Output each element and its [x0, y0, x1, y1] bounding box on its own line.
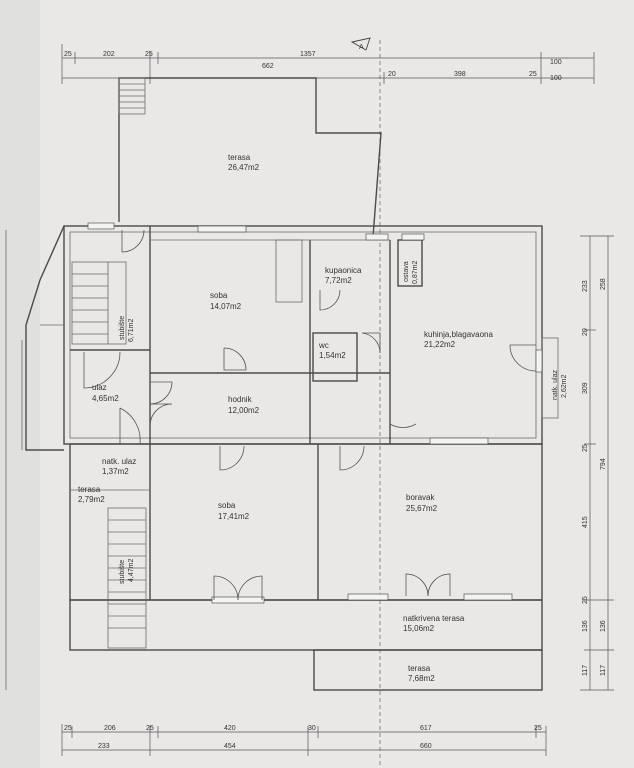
- svg-text:soba: soba: [210, 291, 228, 300]
- svg-text:25: 25: [64, 51, 72, 58]
- svg-text:17,41m2: 17,41m2: [218, 512, 250, 521]
- svg-text:662: 662: [262, 63, 274, 70]
- svg-text:terasa: terasa: [228, 153, 251, 162]
- svg-text:415: 415: [582, 516, 589, 528]
- room-label-ulaz: ulaz 4,65m2: [92, 383, 119, 403]
- svg-text:398: 398: [454, 71, 466, 78]
- svg-text:ostava: ostava: [403, 261, 410, 282]
- svg-text:794: 794: [600, 458, 607, 470]
- room-label-terasa-left: terasa 2,79m2: [78, 485, 105, 504]
- svg-text:309: 309: [582, 382, 589, 394]
- svg-text:454: 454: [224, 743, 236, 750]
- svg-text:258: 258: [600, 278, 607, 290]
- svg-text:ulaz: ulaz: [92, 383, 107, 392]
- room-label-natkrivena-terasa: natkrivena terasa 15,06m2: [403, 614, 465, 633]
- room-label-natk-ulaz-right: natk. ulaz 2,62m2: [552, 370, 568, 400]
- room-label-stubiste-2: stubište 4,47m2: [119, 559, 135, 584]
- svg-text:hodnik: hodnik: [228, 395, 253, 404]
- svg-text:A: A: [359, 44, 364, 51]
- doors: [83, 229, 537, 601]
- svg-text:4,65m2: 4,65m2: [92, 394, 119, 403]
- bottom-dimensions: 25 206 25 420 30 617 25 233 454 660: [61, 724, 547, 756]
- svg-text:12,00m2: 12,00m2: [228, 406, 260, 415]
- svg-text:7,68m2: 7,68m2: [408, 674, 435, 683]
- svg-text:26,47m2: 26,47m2: [228, 163, 260, 172]
- section-mark: A: [350, 37, 371, 51]
- room-label-wc: wc 1,54m2: [318, 341, 346, 360]
- svg-text:stubište: stubište: [119, 316, 126, 340]
- svg-text:14,07m2: 14,07m2: [210, 302, 242, 311]
- svg-text:100: 100: [550, 75, 562, 82]
- svg-text:25: 25: [145, 51, 153, 58]
- svg-text:natkrivena terasa: natkrivena terasa: [403, 614, 465, 623]
- svg-text:6,71m2: 6,71m2: [128, 319, 135, 342]
- svg-text:117: 117: [600, 665, 607, 676]
- svg-text:136: 136: [582, 620, 589, 632]
- svg-text:2,62m2: 2,62m2: [561, 375, 568, 398]
- room-label-kuhinja: kuhinja,blagavaona 21,22m2: [424, 330, 493, 349]
- svg-text:25: 25: [146, 725, 154, 732]
- svg-text:25: 25: [64, 725, 72, 732]
- room-label-natk-ulaz: natk. ulaz 1,37m2: [102, 457, 136, 476]
- svg-text:stubište: stubište: [119, 560, 126, 584]
- svg-text:25: 25: [529, 71, 537, 78]
- svg-text:1,54m2: 1,54m2: [319, 351, 346, 360]
- svg-text:soba: soba: [218, 501, 236, 510]
- svg-text:617: 617: [420, 725, 432, 732]
- svg-text:wc: wc: [318, 341, 329, 350]
- svg-text:2,79m2: 2,79m2: [78, 495, 105, 504]
- svg-text:660: 660: [420, 743, 432, 750]
- room-label-boravak: boravak 25,67m2: [406, 493, 438, 513]
- svg-text:15,06m2: 15,06m2: [403, 624, 435, 633]
- svg-text:0,87m2: 0,87m2: [412, 261, 419, 284]
- room-label-kupaonica: kupaonica 7,72m2: [325, 266, 362, 285]
- room-label-soba-2: soba 17,41m2: [218, 501, 250, 521]
- right-entry-box: [541, 337, 559, 419]
- svg-text:20: 20: [582, 328, 589, 336]
- svg-text:25: 25: [534, 725, 542, 732]
- svg-text:kupaonica: kupaonica: [325, 266, 362, 275]
- right-dimensions: 233 258 20 309 25 794 415 25 136 136 117…: [580, 235, 614, 691]
- svg-text:233: 233: [98, 743, 110, 750]
- svg-text:natk. ulaz: natk. ulaz: [552, 370, 559, 400]
- svg-text:4,47m2: 4,47m2: [128, 559, 135, 582]
- svg-text:420: 420: [224, 725, 236, 732]
- svg-text:terasa: terasa: [78, 485, 101, 494]
- svg-text:136: 136: [600, 620, 607, 632]
- svg-text:boravak: boravak: [406, 493, 435, 502]
- svg-text:202: 202: [103, 51, 115, 58]
- svg-text:117: 117: [582, 665, 589, 676]
- room-label-terasa-top: terasa 26,47m2: [228, 153, 260, 172]
- room-label-hodnik: hodnik 12,00m2: [228, 395, 260, 415]
- svg-text:21,22m2: 21,22m2: [424, 340, 456, 349]
- svg-text:20: 20: [388, 71, 396, 78]
- lower-house: [69, 261, 543, 691]
- room-label-soba-1: soba 14,07m2: [210, 291, 242, 311]
- top-terrace: [118, 77, 382, 238]
- room-label-terasa-bottom: terasa 7,68m2: [408, 664, 435, 683]
- svg-text:1,37m2: 1,37m2: [102, 467, 129, 476]
- room-label-stubiste-1: stubište 6,71m2: [119, 316, 135, 342]
- svg-text:kuhinja,blagavaona: kuhinja,blagavaona: [424, 330, 493, 339]
- svg-text:terasa: terasa: [408, 664, 431, 673]
- svg-text:7,72m2: 7,72m2: [325, 276, 352, 285]
- svg-text:25,67m2: 25,67m2: [406, 504, 438, 513]
- svg-text:25: 25: [582, 444, 589, 452]
- svg-text:100: 100: [550, 59, 562, 66]
- svg-text:206: 206: [104, 725, 116, 732]
- svg-text:25: 25: [582, 596, 589, 604]
- svg-text:natk. ulaz: natk. ulaz: [102, 457, 136, 466]
- room-label-ostava: ostava 0,87m2: [403, 261, 419, 284]
- svg-text:1357: 1357: [300, 51, 316, 58]
- svg-text:233: 233: [582, 280, 589, 292]
- svg-text:30: 30: [308, 725, 316, 732]
